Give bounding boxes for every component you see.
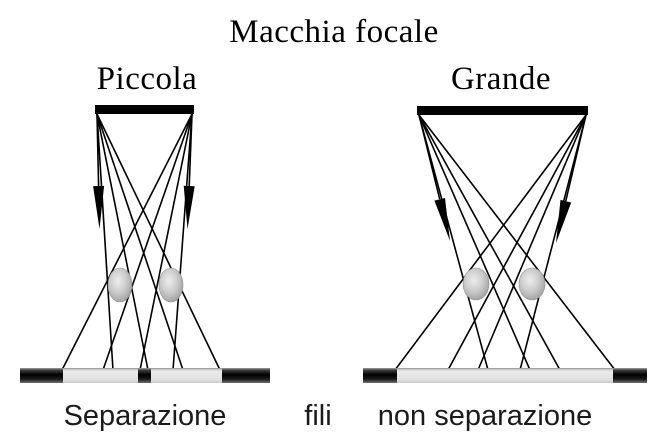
beam-arrow-stem-left (188, 113, 193, 187)
focal-spot-bar-right (417, 106, 588, 115)
focal-spot-bar-left (95, 105, 194, 114)
page-title: Macchia focale (229, 14, 439, 50)
detector-shadow-segment-left (222, 368, 270, 383)
beam-arrow-stem-right (565, 114, 587, 202)
wire-blob-right (462, 267, 490, 301)
caption-fili: fili (304, 400, 332, 432)
xray-ray-left (61, 113, 193, 371)
xray-ray-left (96, 113, 114, 371)
xray-ray-right (418, 114, 561, 371)
beam-arrow-stem-right (418, 114, 441, 200)
panel-label-grande: Grande (450, 61, 552, 97)
xray-ray-left (172, 113, 193, 371)
beam-arrow-stem-left (96, 113, 100, 187)
xray-ray-right (418, 114, 489, 371)
wire-blob-left (158, 267, 184, 303)
wire-blob-right (518, 267, 546, 301)
caption-non-separazione: non separazione (377, 400, 593, 432)
xray-ray-right (477, 114, 587, 371)
beam-arrow-head-left (93, 185, 105, 229)
xray-ray-right (519, 114, 587, 371)
xray-ray-left (96, 113, 184, 371)
xray-ray-left (139, 113, 193, 371)
detector-shadow-segment-left (138, 368, 151, 383)
wire-blob-left (107, 267, 133, 303)
panel-label-piccola: Piccola (96, 61, 198, 97)
xray-ray-left (96, 113, 149, 371)
beam-arrow-head-left (183, 185, 195, 229)
xray-ray-left (96, 113, 221, 371)
xray-ray-left (102, 113, 193, 371)
detector-shadow-segment-left (20, 368, 63, 383)
xray-ray-right (394, 114, 587, 371)
beam-arrow-head-right (434, 198, 450, 241)
xray-ray-right (447, 114, 587, 371)
detector-shadow-segment-right (613, 368, 647, 383)
xray-ray-right (418, 114, 531, 371)
detector-shadow-segment-right (363, 368, 397, 383)
detector-bar-right (363, 368, 647, 383)
beam-arrow-head-right (556, 199, 572, 243)
caption-separazione: Separazione (63, 400, 227, 432)
